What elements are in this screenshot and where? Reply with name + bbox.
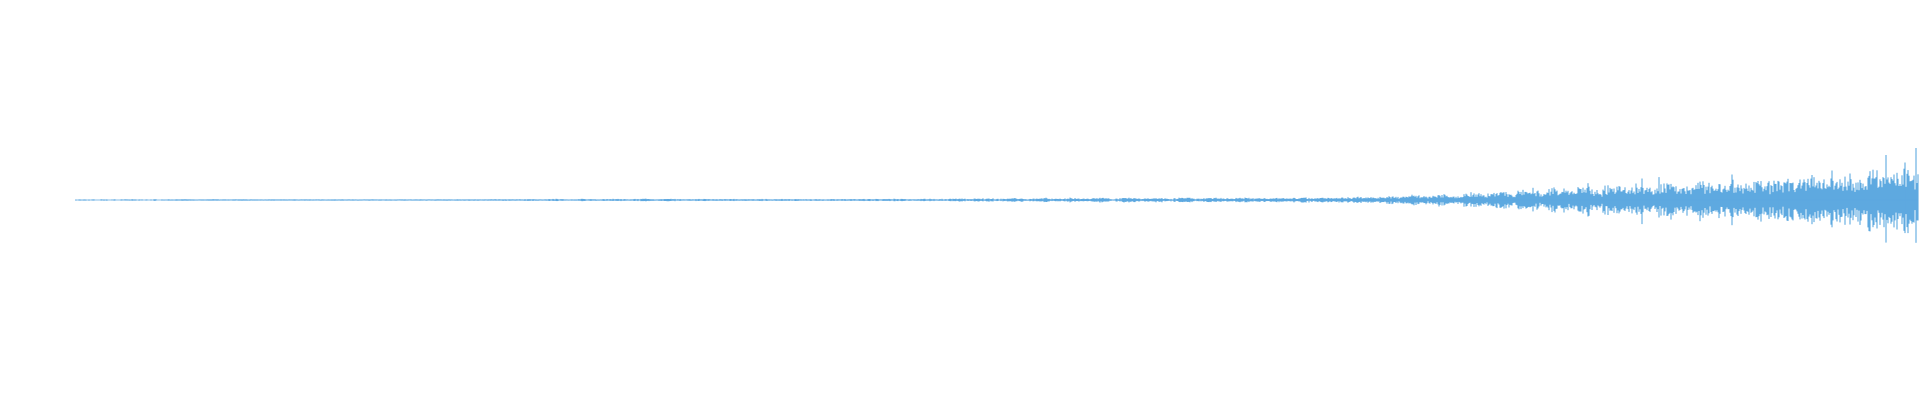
waveform-bars	[75, 148, 1919, 243]
